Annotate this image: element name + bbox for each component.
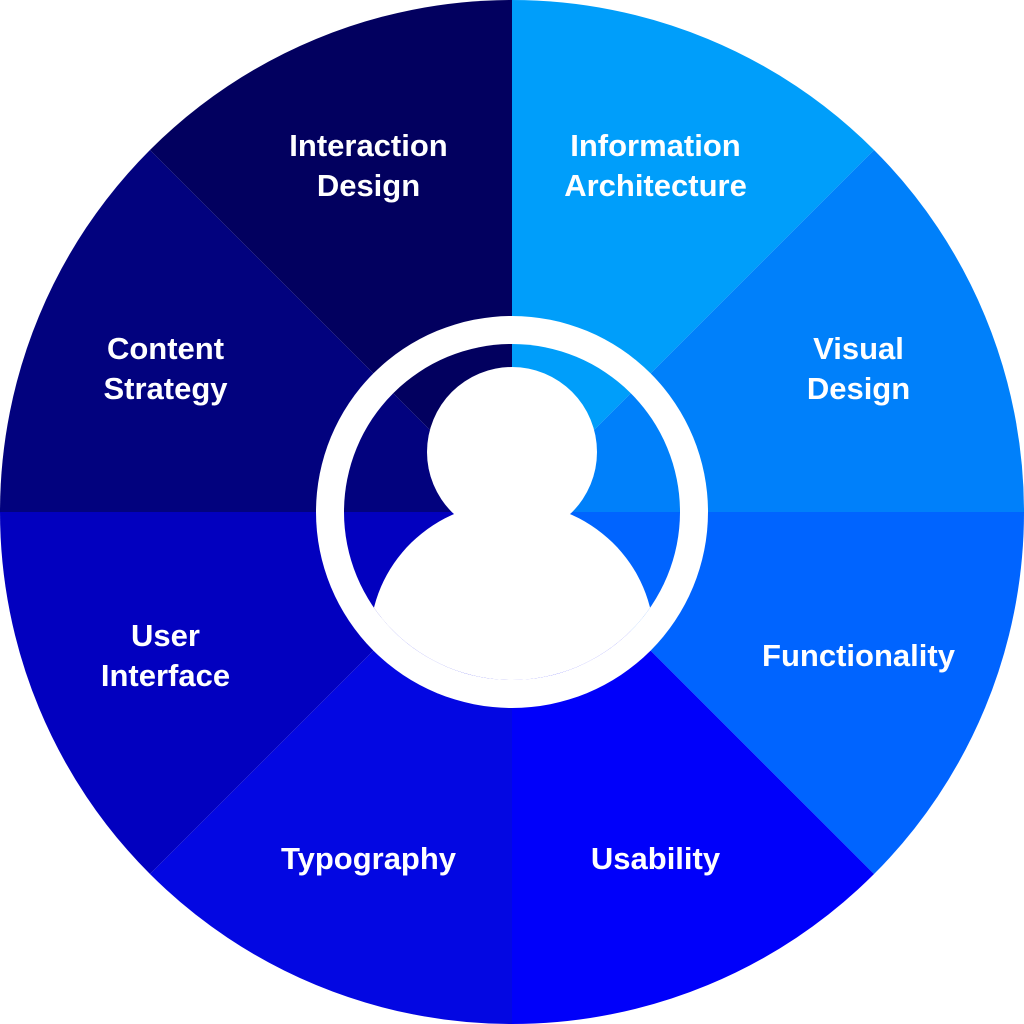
- label-line: Interaction: [289, 127, 448, 163]
- user-icon-head: [427, 367, 597, 537]
- label-line: User: [131, 617, 200, 653]
- label-line: Typography: [280, 840, 457, 876]
- label-usability: Usability: [591, 839, 720, 879]
- label-line: Design: [806, 370, 911, 406]
- label-line: Usability: [590, 840, 721, 876]
- user-icon-body: [370, 502, 654, 680]
- label-line: Functionality: [762, 637, 955, 673]
- label-typography: Typography: [281, 839, 456, 879]
- label-line: Strategy: [103, 370, 228, 406]
- user-icon: [370, 367, 654, 680]
- label-line: Architecture: [564, 167, 747, 203]
- label-line: Information: [570, 127, 741, 163]
- center-hub: [316, 316, 708, 708]
- label-line: Interface: [100, 657, 231, 693]
- label-functionality: Functionality: [762, 636, 955, 676]
- label-line: Visual: [813, 330, 904, 366]
- label-line: Content: [106, 330, 225, 366]
- label-line: Design: [316, 167, 421, 203]
